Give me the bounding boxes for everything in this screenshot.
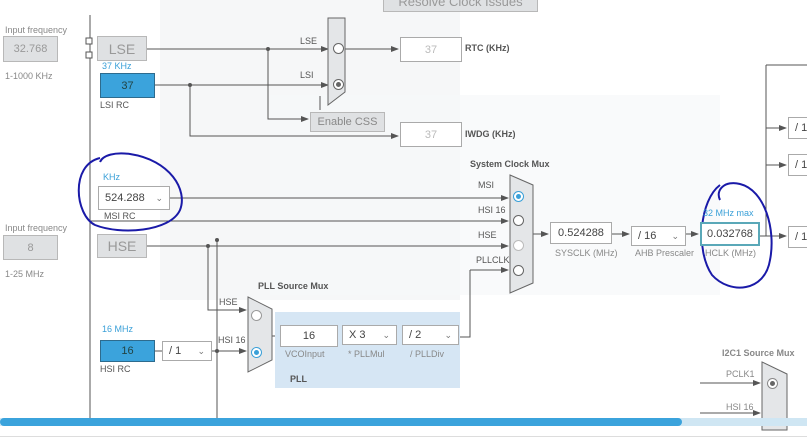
system-clock-mux-title: System Clock Mux (470, 159, 550, 169)
msi-unit: KHz (103, 172, 121, 182)
rtc-output: 37 (400, 37, 462, 62)
hclk-max: 32 MHz max (703, 208, 754, 218)
pll-mux-hse-label: HSE (219, 297, 238, 307)
rtc-mux (327, 17, 346, 107)
ahb-value: / 16 (638, 230, 657, 242)
pll-mul-label: * PLLMul (348, 349, 385, 359)
rtc-mux-lse-label: LSE (300, 36, 318, 46)
i2c-pclk1-radio[interactable] (767, 378, 778, 389)
scrollbar-thumb[interactable] (0, 418, 682, 426)
pll-mux-hsi-label: HSI 16 (218, 335, 246, 345)
iwdg-output: 37 (400, 122, 462, 147)
prescaler-2[interactable]: / 1 (788, 154, 807, 176)
sys-mux-pllclk-label: PLLCLK (476, 255, 510, 265)
lsi-rc-label: LSI RC (100, 100, 130, 110)
enable-css-button[interactable]: Enable CSS (310, 112, 385, 132)
pll-div-select[interactable]: / 2 ⌄ (402, 325, 459, 345)
lsi-rc-block[interactable]: 37 (100, 73, 155, 98)
hclk-label: HCLK (MHz) (705, 248, 756, 258)
chevron-down-icon: ⌄ (671, 230, 679, 241)
sysclk-value[interactable]: 0.524288 (550, 222, 612, 244)
hse-input-frequency[interactable]: 8 (3, 235, 58, 260)
pll-title: PLL (290, 374, 307, 384)
sys-mux-msi-radio[interactable] (513, 191, 524, 202)
hse-range: 1-25 MHz (5, 269, 45, 279)
ahb-prescaler-select[interactable]: / 16 ⌄ (631, 226, 686, 246)
hsi-div-select[interactable]: / 1 ⌄ (162, 341, 212, 361)
system-clock-mux (509, 174, 534, 294)
pll-div-label: / PLLDiv (410, 349, 445, 359)
resolve-clock-issues-button[interactable]: Resolve Clock Issues (383, 0, 538, 12)
sys-mux-msi-label: MSI (478, 180, 495, 190)
horizontal-scrollbar[interactable] (0, 418, 807, 426)
sys-mux-hse-label: HSE (478, 230, 497, 240)
prescaler-3[interactable]: / 1 (788, 226, 807, 248)
msi-value: 524.288 (105, 192, 145, 204)
hsi-rc-label: HSI RC (100, 364, 131, 374)
rtc-mux-lsi-radio[interactable] (333, 79, 344, 90)
sys-mux-hsi-label: HSI 16 (478, 205, 506, 215)
pll-div-value: / 2 (409, 329, 422, 341)
sys-mux-hsi-radio[interactable] (513, 215, 524, 226)
hse-block[interactable]: HSE (97, 234, 147, 258)
sys-mux-hse-radio[interactable] (513, 240, 524, 251)
rtc-mux-lse-radio[interactable] (333, 43, 344, 54)
rtc-mux-lsi-label: LSI (300, 70, 314, 80)
hsi-div-value: / 1 (169, 345, 182, 357)
pll-mul-select[interactable]: X 3 ⌄ (342, 325, 397, 345)
i2c1-source-mux-title: I2C1 Source Mux (722, 348, 795, 358)
iwdg-label: IWDG (KHz) (465, 129, 516, 139)
msi-range-select[interactable]: 524.288 ⌄ (98, 186, 170, 210)
rtc-label: RTC (KHz) (465, 43, 510, 53)
hsi-freq: 16 MHz (102, 324, 134, 334)
lse-range: 1-1000 KHz (5, 71, 53, 81)
pll-source-mux (247, 296, 273, 373)
pll-source-mux-title: PLL Source Mux (258, 281, 329, 291)
bottom-divider (0, 436, 807, 437)
sysclk-label: SYSCLK (MHz) (555, 248, 618, 258)
i2c-hsi-label: HSI 16 (726, 402, 754, 412)
hse-input-label: Input frequency (5, 223, 68, 233)
lsi-freq: 37 KHz (102, 61, 132, 71)
ahb-label: AHB Prescaler (635, 248, 695, 258)
annotation-circle-msi (77, 152, 183, 232)
sys-mux-pllclk-radio[interactable] (513, 265, 524, 276)
lse-input-label: Input frequency (5, 25, 68, 35)
chevron-down-icon: ⌄ (197, 345, 205, 356)
hsi-rc-block[interactable]: 16 (100, 340, 155, 362)
vco-input-label: VCOInput (285, 349, 325, 359)
pll-vco-input[interactable]: 16 (280, 325, 338, 347)
msi-rc-label: MSI RC (104, 211, 136, 221)
hclk-value[interactable]: 0.032768 (700, 222, 760, 246)
lse-input-frequency[interactable]: 32.768 (3, 36, 58, 62)
pll-block (275, 312, 460, 388)
lse-block[interactable]: LSE (97, 36, 147, 61)
i2c-pclk1-label: PCLK1 (726, 369, 755, 379)
pll-mul-value: X 3 (349, 329, 366, 341)
pll-mux-hsi-radio[interactable] (251, 347, 262, 358)
pll-mux-hse-radio[interactable] (251, 310, 262, 321)
chevron-down-icon: ⌄ (155, 192, 163, 203)
chevron-down-icon: ⌄ (444, 329, 452, 340)
prescaler-1[interactable]: / 1 (788, 117, 807, 139)
chevron-down-icon: ⌄ (382, 329, 390, 340)
